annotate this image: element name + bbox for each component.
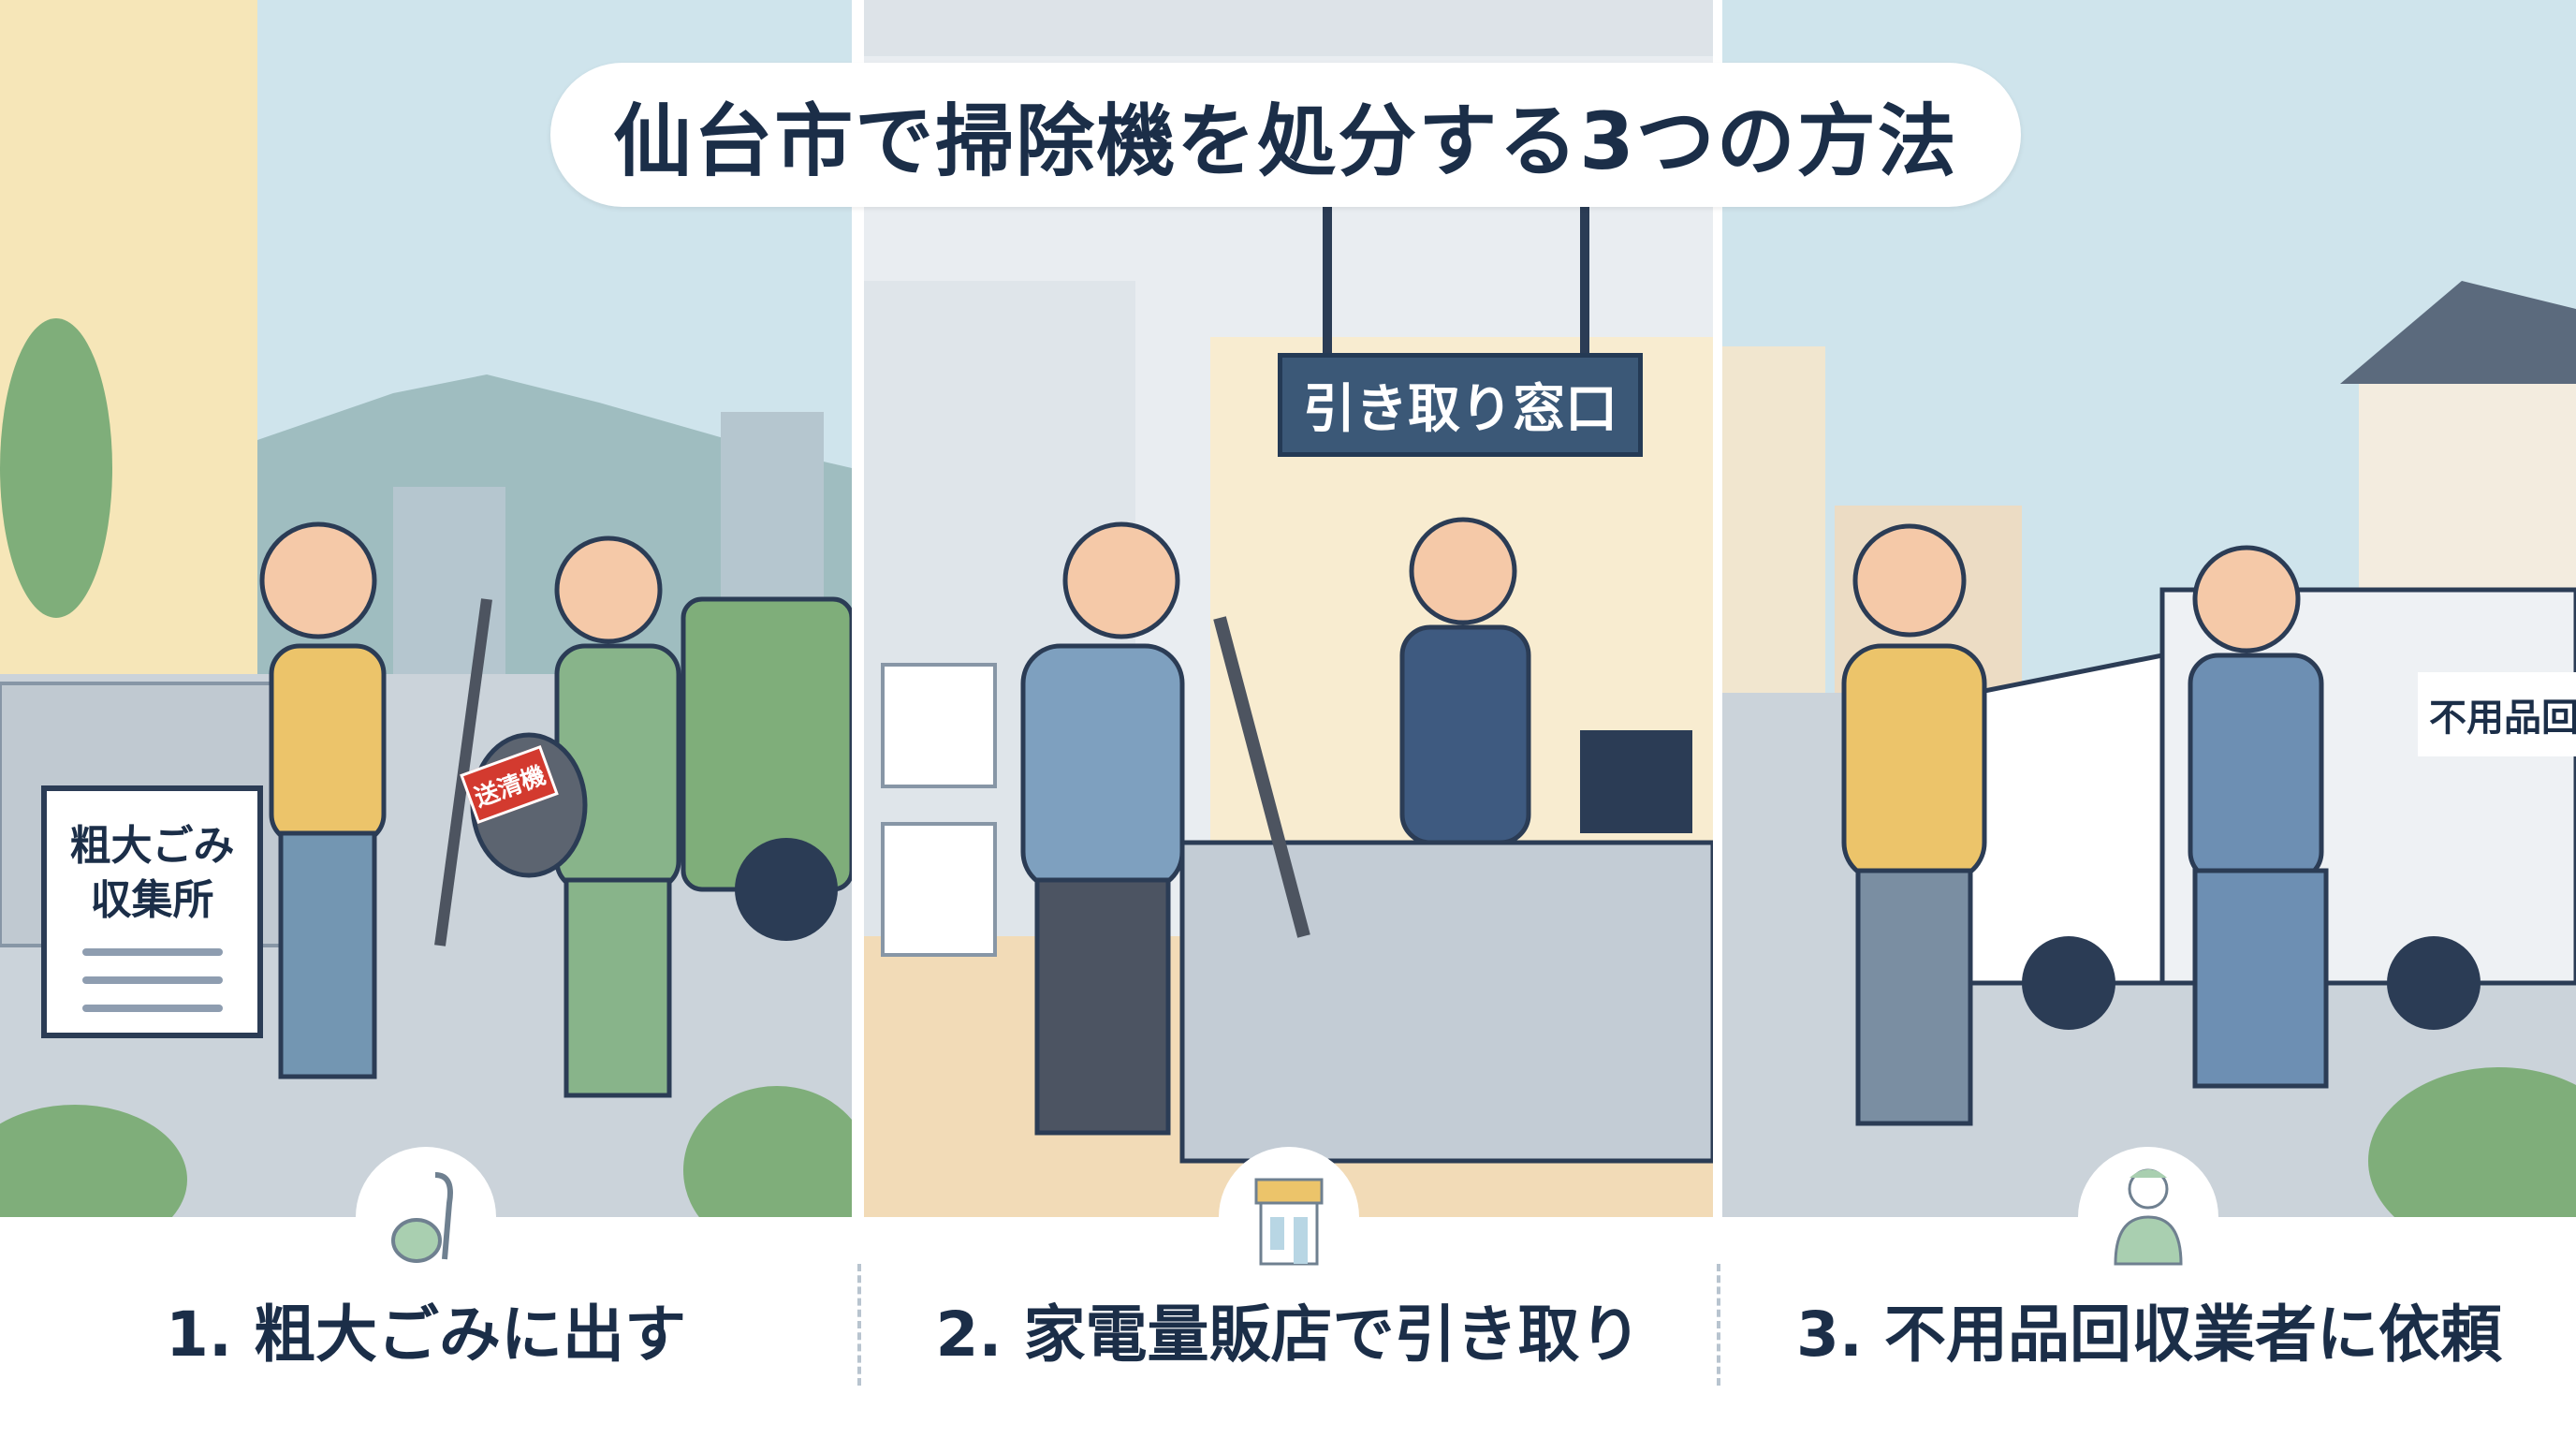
page-title: 仙台市で掃除機を処分する3つの方法	[550, 63, 2021, 207]
sign-line-2: 収集所	[90, 876, 214, 924]
divider	[1717, 1264, 1720, 1386]
vacuum-cleaner-icon	[356, 1147, 496, 1287]
collection-point-sign: 粗大ごみ 収集所	[41, 785, 263, 1038]
method-3-label: 3. 不用品回収業者に依頼	[1796, 1299, 2502, 1371]
store-icon	[1219, 1147, 1359, 1287]
method-2-label: 2. 家電量販店で引き取り	[935, 1299, 1642, 1371]
panel-junk-removal	[1722, 0, 2576, 1217]
truck-sign: 不用品回	[2418, 672, 2576, 756]
method-1-label: 1. 粗大ごみに出す	[166, 1299, 686, 1371]
pickup-counter-sign: 引き取り窓口	[1278, 353, 1643, 457]
divider	[857, 1264, 861, 1386]
junk-removal-scene	[1722, 0, 2576, 1217]
sign-line-1: 粗大ごみ	[69, 822, 235, 870]
worker-icon	[2078, 1147, 2218, 1287]
